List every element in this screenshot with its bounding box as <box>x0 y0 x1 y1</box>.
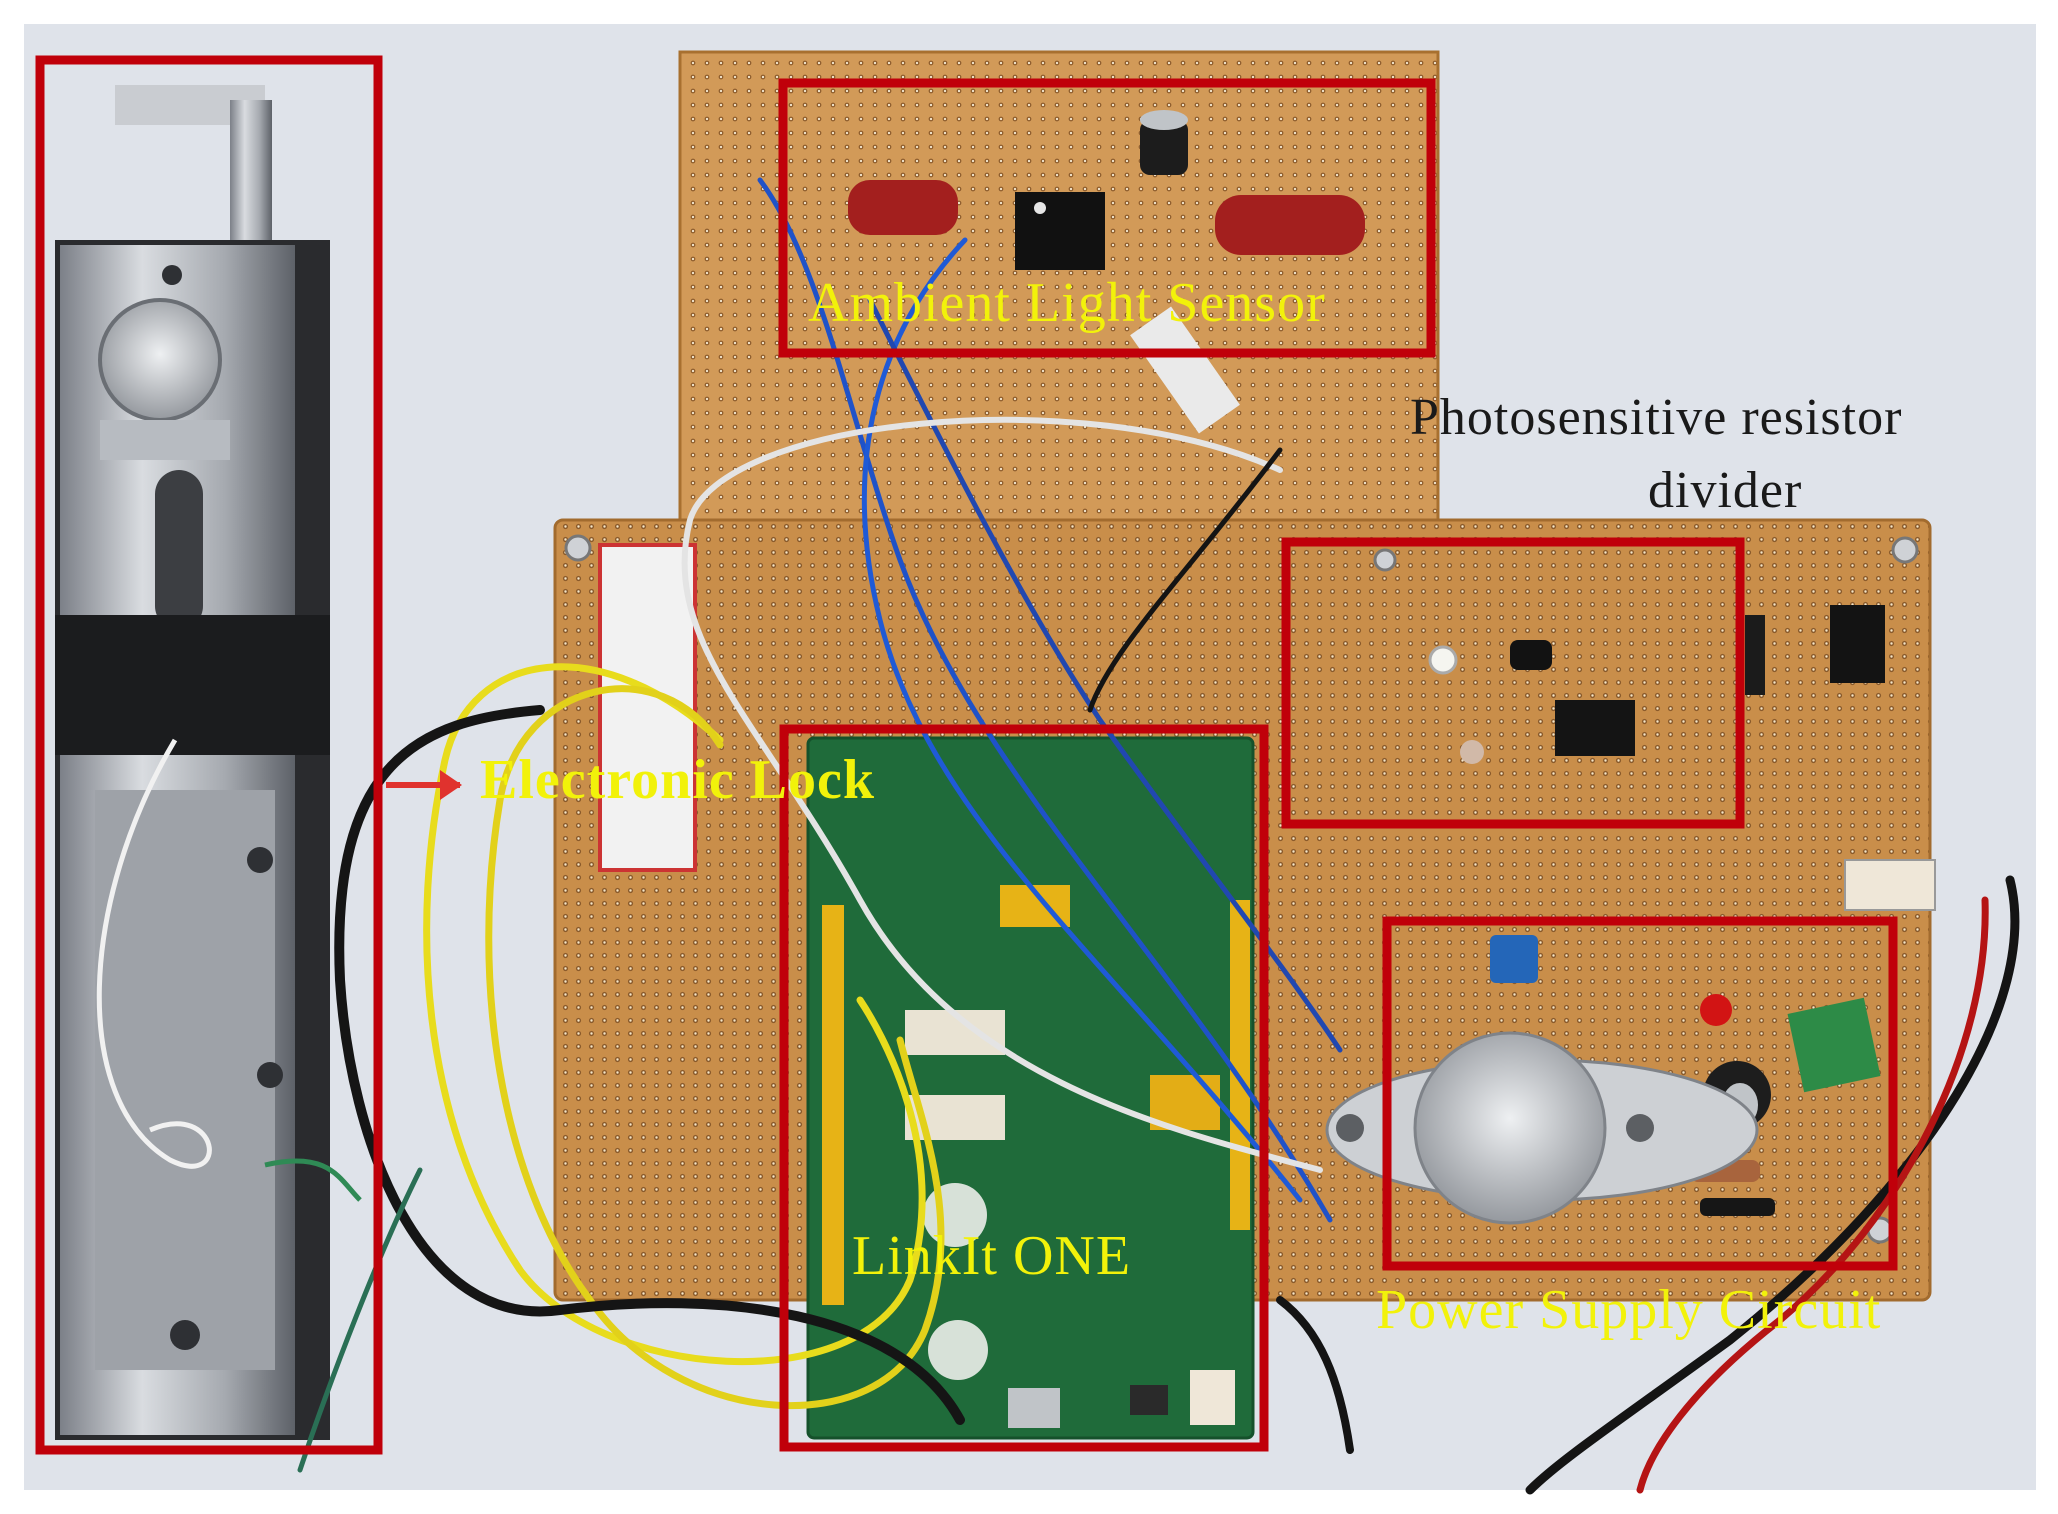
box-linkit-one <box>779 724 1269 1452</box>
electronic-lock-device <box>55 85 362 1440</box>
label-photosensitive-resistor: Photosensitive resistor <box>1410 389 1903 446</box>
wiring <box>297 177 2020 1495</box>
linkit-one-board <box>806 736 1255 1440</box>
label-divider: divider <box>1648 462 1803 519</box>
label-electronic-lock: Electronic Lock <box>480 749 876 811</box>
annotation-boxes <box>35 55 1898 1455</box>
box-photosensitive-divider <box>1281 537 1745 829</box>
label-linkit-one: LinkIt ONE <box>852 1225 1132 1287</box>
arrow-to-lock <box>386 770 462 800</box>
box-ambient-light-sensor <box>778 78 1436 358</box>
box-power-supply <box>1382 916 1898 1271</box>
box-electronic-lock <box>35 55 383 1455</box>
label-ambient-light-sensor: Ambient Light Sensor <box>808 272 1326 334</box>
label-power-supply-circuit: Power Supply Circuit <box>1376 1279 1882 1341</box>
